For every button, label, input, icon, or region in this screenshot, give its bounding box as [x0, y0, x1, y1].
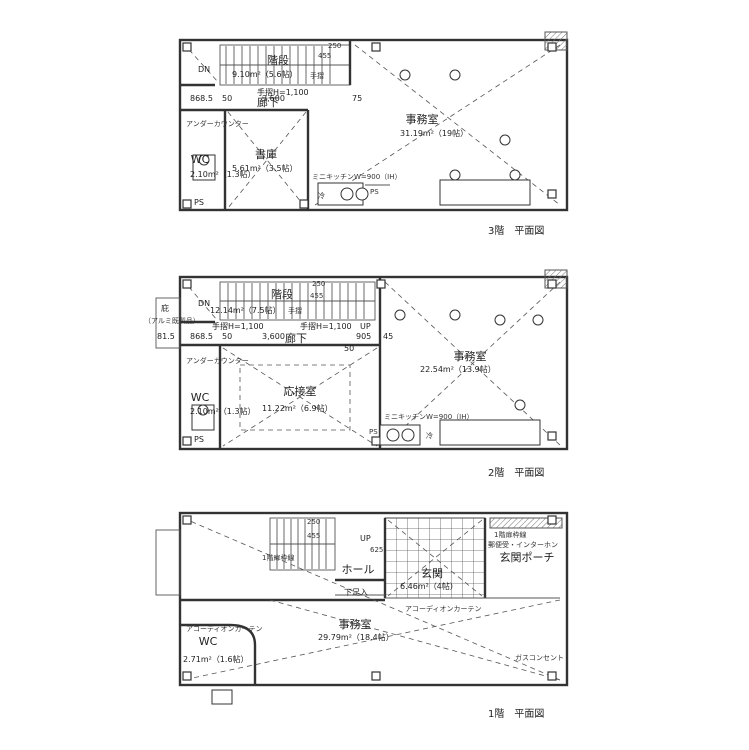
f1-mailbox: 郵便受・インターホン — [488, 540, 558, 549]
f2-reception-table — [239, 364, 351, 431]
f2-cold: 冷 — [426, 431, 433, 440]
f2-dim-vert2: 250 — [312, 280, 325, 288]
f2-handrail1: 手摺H=1,100 — [212, 321, 264, 331]
f1-wc-wall — [180, 623, 257, 685]
f1-caption: 1階 平面図 — [488, 708, 544, 720]
f2-up: UP — [360, 322, 371, 331]
f1-stairs — [269, 517, 336, 571]
f1-hall: ホール — [342, 563, 375, 576]
f2-eaves-note: （アルミ既製品） — [144, 316, 200, 325]
f3-study-area: 5.61m²（3.5帖） — [232, 163, 298, 173]
f3-stairs-label: 階段 — [267, 53, 289, 67]
f2-eaves: 庇 — [161, 303, 169, 313]
f1-gas: ガスコンセント — [515, 653, 564, 662]
f3-dim-vert: 455 — [318, 52, 331, 60]
f2-reception: 応接室 — [284, 384, 317, 398]
f1-accordion1: アコーディオンカーテン — [405, 604, 482, 613]
f2-dim2: 50 — [222, 332, 232, 341]
f2-dim3: 3,600 — [262, 332, 285, 341]
f3-wc: WC — [191, 153, 210, 166]
f1-dim-vert2: 250 — [307, 518, 320, 526]
f2-caption: 2階 平面図 — [488, 467, 544, 479]
f3-dim1: 868.5 — [190, 94, 213, 103]
f2-handrail: 手摺 — [288, 306, 302, 315]
f1-office: 事務室 — [339, 617, 372, 631]
f2-dim-vert: 455 — [310, 292, 323, 300]
floor-3-plan: 階段 9.10m²（5.6帖） DN 手摺H=1,100 手摺 455 250 … — [178, 31, 569, 237]
floor-2-plan: 階段 12.14m²（7.5帖） 手摺 DN 455 250 手摺H=1,100… — [144, 269, 569, 479]
f3-kitchen: ミニキッチンW=900（IH） — [312, 173, 401, 181]
f2-dim4: 905 — [356, 332, 371, 341]
f3-office-area: 31.19m²（19帖） — [400, 128, 468, 138]
f2-dim1: 868.5 — [190, 332, 213, 341]
f2-corridor: 廊下 — [285, 331, 307, 345]
f3-ps-wc: PS — [194, 198, 204, 207]
f3-stairs — [219, 44, 351, 86]
f3-wc-area: 2.10m²（1.3帖） — [190, 169, 256, 179]
f1-accordion2: アコーディオンカーテン — [186, 624, 263, 633]
f2-stairs-label: 階段 — [271, 287, 293, 301]
f1-entrance: 玄関 — [421, 566, 443, 580]
f2-ps-wc: PS — [194, 435, 204, 444]
f2-dn: DN — [198, 299, 210, 308]
f2-stairs-area: 12.14m²（7.5帖） — [210, 305, 281, 315]
f3-dim-vert2: 250 — [328, 42, 341, 50]
f2-reception-area: 11.22m²（6.9帖） — [262, 403, 333, 413]
f2-wc: WC — [191, 391, 210, 404]
f2-ps: PS — [369, 428, 378, 436]
f2-stairs — [219, 281, 376, 321]
f2-kitchen: ミニキッチンW=900（IH） — [384, 413, 473, 421]
f3-dim2: 50 — [222, 94, 232, 103]
f2-wc-area: 2.10m²（1.3帖） — [190, 406, 256, 416]
f3-corridor: 廊下 — [257, 95, 279, 109]
f3-stairs-area: 9.10m²（5.6帖） — [232, 69, 298, 79]
f1-porch: 玄関ポーチ — [500, 550, 555, 564]
f3-dim4: 75 — [352, 94, 362, 103]
f3-office: 事務室 — [406, 112, 439, 126]
f3-handrail: 手摺H=1,100 — [257, 87, 309, 97]
f3-desks — [399, 69, 531, 206]
f3-under-counter: アンダーカウンター — [186, 119, 249, 128]
floor-1-plan: UP 455 250 625 1階扉枠線 ホール 下足入 玄関 6.46m²（4… — [155, 511, 569, 720]
f1-frame-label: 1階扉枠線 — [262, 553, 294, 562]
f2-desks — [394, 309, 544, 446]
f1-up: UP — [360, 534, 371, 543]
f1-office-area: 29.79m²（18.4帖） — [318, 632, 394, 642]
f1-post-label: 1階扉枠線 — [494, 530, 526, 539]
f3-study: 書庫 — [255, 147, 277, 161]
f2-office-area: 22.54m²（13.9帖） — [420, 364, 496, 374]
f2-office: 事務室 — [454, 349, 487, 363]
f2-eaves-dim: 81.5 — [157, 332, 175, 341]
f3-handrail-short: 手摺 — [310, 71, 324, 80]
f1-wc: WC — [199, 635, 218, 648]
f2-handrail2: 手摺H=1,100 — [300, 321, 352, 331]
f1-dim-side: 625 — [370, 546, 383, 554]
f3-caption: 3階 平面図 — [488, 225, 544, 237]
f3-cold: 冷 — [318, 191, 325, 200]
f1-wc-area: 2.71m²（1.6帖） — [183, 654, 249, 664]
f1-dim-vert: 455 — [307, 532, 320, 540]
f2-dim6: 50 — [344, 344, 354, 353]
f1-shoe: 下足入 — [344, 588, 368, 597]
f3-dim3: 3,600 — [262, 94, 285, 103]
f2-under-counter: アンダーカウンター — [186, 356, 249, 365]
f1-entrance-area: 6.46m²（4帖） — [400, 581, 458, 591]
f3-ps: PS — [370, 188, 379, 196]
f2-dim5: 45 — [383, 332, 393, 341]
f3-dn: DN — [198, 65, 210, 74]
